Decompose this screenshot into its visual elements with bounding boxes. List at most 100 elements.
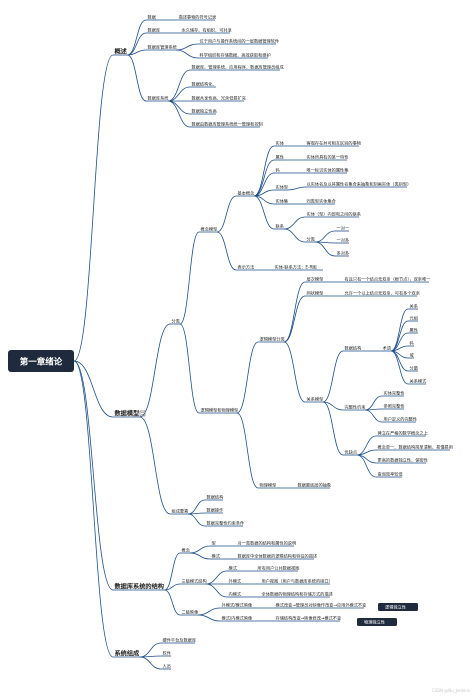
node-en[interactable]: 实体: [276, 139, 285, 146]
node-c1[interactable]: 实体完整性: [384, 389, 405, 396]
node-rp1[interactable]: 实体-联系方法：E-R图: [275, 263, 317, 270]
node-dm[interactable]: 数据模型: [115, 409, 141, 417]
node-sy3[interactable]: 人员: [163, 663, 171, 669]
node-at[interactable]: 属性: [276, 153, 284, 160]
edge: [236, 412, 259, 489]
node-p3[interactable]: 更高的数据独立性、保密性: [378, 456, 428, 463]
edge: [189, 545, 211, 554]
edge: [253, 159, 275, 197]
node-ov4d[interactable]: 数据独立性高: [192, 107, 217, 114]
node-es[interactable]: 实体集: [276, 197, 289, 204]
node-tl[interactable]: 三级模式结构: [182, 577, 207, 584]
node-ov[interactable]: 概述: [115, 47, 128, 55]
edge: [167, 86, 191, 102]
node-c3[interactable]: 用户定义的完整性: [384, 415, 418, 422]
logical-independence-tag[interactable]: 逻辑独立性: [378, 603, 418, 611]
node-tm[interactable]: 术语: [383, 344, 391, 351]
node-bc[interactable]: 基本概念: [238, 189, 256, 196]
node-en1[interactable]: 客观存在并可相互区别的事物: [307, 139, 361, 146]
node-pm1[interactable]: 数据最底层的抽象: [298, 481, 332, 488]
edge: [167, 69, 191, 102]
node-e1[interactable]: 数据结构: [207, 493, 224, 500]
node-cls[interactable]: 分类: [172, 317, 181, 324]
node-cm[interactable]: 概念模型: [201, 225, 218, 232]
node-m2a[interactable]: 存储结构改变→映像修改→模式不变: [276, 614, 342, 621]
node-ov3[interactable]: 数据库管理系统: [148, 43, 177, 50]
node-in1[interactable]: 全体数据的物理结构和存储方式的描述: [262, 590, 334, 597]
node-ov3b[interactable]: 科学组织和存储数据、高效获取和维护: [200, 51, 271, 58]
node-t3[interactable]: 属性: [410, 326, 418, 333]
node-md[interactable]: 模式: [229, 564, 238, 571]
node-lg[interactable]: 逻辑模型分类: [260, 335, 286, 342]
node-t2[interactable]: 元组: [410, 314, 418, 321]
node-ex1[interactable]: 用户视图（用户与数据库系统的接口）: [262, 577, 333, 584]
node-hm[interactable]: 层次模型: [307, 275, 324, 282]
node-in[interactable]: 内模式: [229, 590, 242, 597]
node-t7[interactable]: 关系模式: [410, 377, 428, 384]
node-sy[interactable]: 系统组成: [115, 649, 141, 657]
node-sy1[interactable]: 硬件平台及数据库: [163, 636, 197, 643]
node-et[interactable]: 实体型: [276, 183, 289, 190]
node-k1[interactable]: 一对一: [337, 224, 350, 230]
node-p4[interactable]: 查询效率较低: [378, 470, 404, 477]
node-et1[interactable]: 以实体名及以其属性名集合来抽象和刻画实体（类别型）: [307, 180, 412, 187]
node-sy2[interactable]: 软件: [163, 649, 171, 656]
node-t5[interactable]: 域: [410, 351, 415, 357]
node-m1[interactable]: 外模式/模式映像: [222, 601, 254, 608]
root-label: 第一章绪论: [20, 357, 63, 368]
node-ov4e[interactable]: 数据由数据库管理系统统一管理和控制: [192, 120, 263, 127]
node-lk2[interactable]: 分类: [307, 235, 316, 242]
node-ex[interactable]: 外模式: [229, 577, 242, 584]
node-at1[interactable]: 实体所具有的某一特性: [307, 153, 349, 160]
node-hm1[interactable]: 有且只有一个结点无双亲（根节点），双亲唯一: [345, 275, 431, 282]
node-el[interactable]: 组成要素: [172, 507, 189, 514]
node-t6[interactable]: 分量: [410, 364, 418, 371]
node-p1[interactable]: 建立在严格的数学概念之上: [378, 429, 428, 436]
node-ov4b[interactable]: 数据结构化、: [192, 80, 217, 87]
node-rm[interactable]: 关系模型: [307, 395, 324, 402]
node-es1[interactable]: 同类型实体集合: [307, 197, 337, 204]
node-pc[interactable]: 优缺点: [345, 448, 358, 455]
node-m1a[interactable]: 模式改变→管理员对映像作改变→应用外模式不变: [276, 601, 367, 608]
node-ic[interactable]: 完整性约束: [345, 403, 367, 410]
node-tw[interactable]: 二级映像: [182, 608, 200, 615]
node-st[interactable]: 数据库系统的结构: [115, 582, 165, 590]
node-lp[interactable]: 逻辑模型和物理模型: [201, 406, 239, 413]
node-ov4[interactable]: 数据库系统: [148, 94, 169, 101]
node-co[interactable]: 概念: [182, 546, 191, 553]
node-ky1[interactable]: 唯一标识实体的属性集: [307, 166, 350, 173]
node-e3[interactable]: 数据完整性约束条件: [207, 519, 245, 526]
node-lk[interactable]: 联系: [276, 222, 284, 229]
node-sc[interactable]: 模式: [212, 552, 221, 559]
node-ty1[interactable]: 对一类数据的结构和属性的说明: [238, 539, 297, 546]
node-nm1[interactable]: 允许一个以上结点无双亲、可有多个双亲: [345, 289, 420, 296]
node-p2[interactable]: 概念单一、数据结构简单清晰、易懂易用: [378, 443, 453, 450]
node-k2[interactable]: 一对多: [337, 236, 350, 243]
node-ov3a[interactable]: 位于用户与操作系统间的一层数据管理软件: [200, 37, 280, 44]
node-ov1a[interactable]: 描述事物的符号记录: [179, 13, 217, 20]
root-node[interactable]: 第一章绪论: [8, 350, 74, 372]
node-pm[interactable]: 物理模型: [260, 481, 277, 488]
node-lk1[interactable]: 实体（型）内部和之间的联系: [307, 210, 361, 217]
node-m2[interactable]: 模式/内模式映像: [222, 614, 254, 621]
node-sc1[interactable]: 数据库中全体数据的逻辑结构和特征的描述: [238, 552, 318, 559]
node-ty[interactable]: 型: [212, 539, 216, 545]
node-ds[interactable]: 数据结构: [345, 344, 362, 351]
node-ky[interactable]: 码: [276, 166, 280, 173]
node-rp[interactable]: 表示方法: [238, 263, 255, 270]
node-nm[interactable]: 网状模型: [307, 289, 324, 296]
node-ov4a[interactable]: 数据库、管理系统、应用程序、数据库管理员组成: [192, 63, 284, 70]
note-icon[interactable]: [139, 410, 146, 417]
physical-independence-tag[interactable]: 物理独立性: [357, 618, 397, 626]
edge: [283, 216, 306, 230]
node-ov2a[interactable]: 永久储存、有组织、可共享: [182, 26, 232, 33]
node-c2[interactable]: 参照完整性: [384, 402, 405, 409]
node-ov1[interactable]: 数据: [148, 13, 156, 20]
node-k3[interactable]: 多对多: [337, 249, 350, 256]
node-md1[interactable]: 所有用户公共数据视图: [258, 564, 300, 571]
node-ov4c[interactable]: 数据共享性高、冗余低易扩充: [192, 94, 246, 101]
node-e2[interactable]: 数据操作: [207, 506, 225, 513]
node-ov2[interactable]: 数据库: [148, 26, 161, 33]
node-t1[interactable]: 关系: [410, 302, 418, 309]
node-t4[interactable]: 码: [410, 339, 414, 346]
